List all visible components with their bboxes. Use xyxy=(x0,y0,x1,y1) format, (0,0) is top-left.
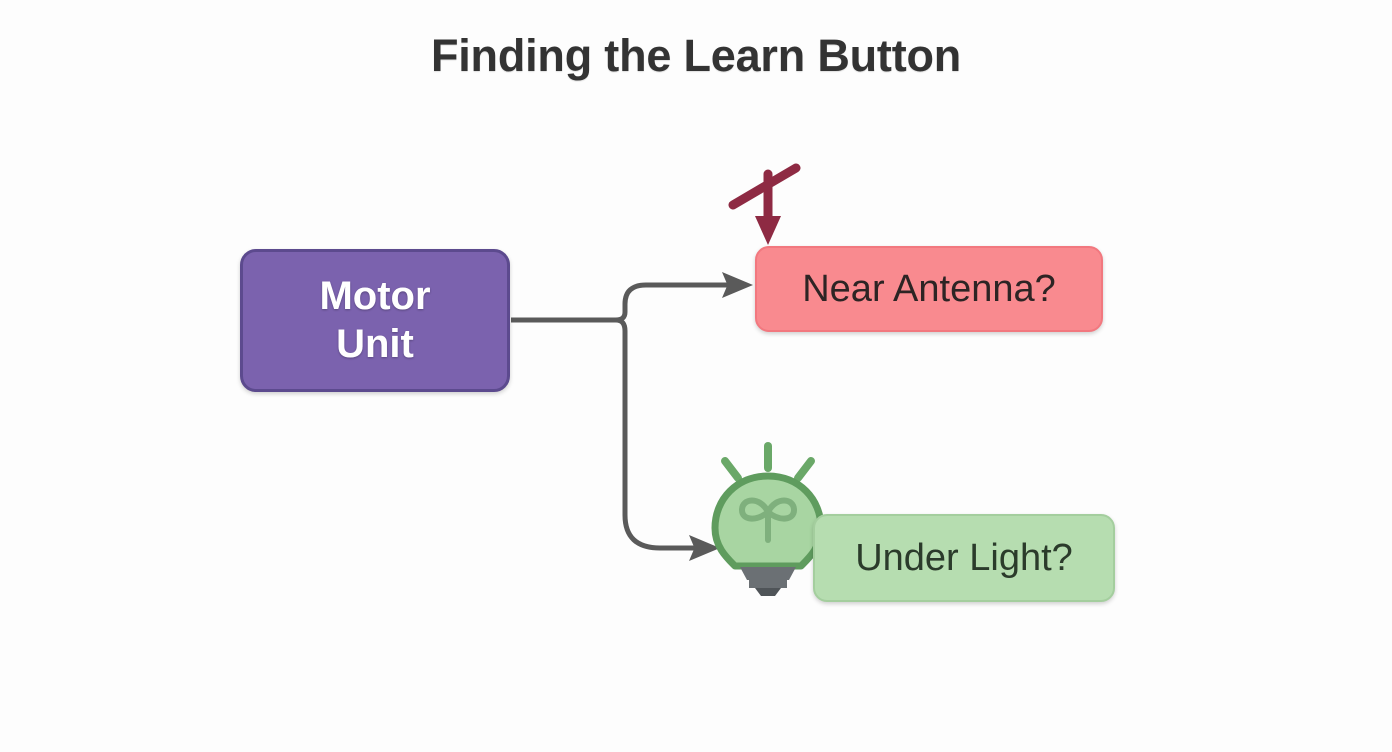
page-title: Finding the Learn Button xyxy=(430,30,962,81)
lightbulb-base xyxy=(740,567,796,596)
node-motor-unit-label: Motor Unit xyxy=(319,273,430,367)
node-motor-unit[interactable]: Motor Unit xyxy=(240,249,510,392)
node-near-antenna[interactable]: Near Antenna? xyxy=(755,246,1103,332)
antenna-arrow-head xyxy=(755,216,781,245)
lightbulb-glass xyxy=(711,472,825,570)
node-under-light-label: Under Light? xyxy=(855,536,1073,579)
node-near-antenna-label: Near Antenna? xyxy=(802,267,1056,310)
node-motor-unit-label-line2: Unit xyxy=(336,321,414,366)
node-motor-unit-label-line1: Motor xyxy=(319,274,431,319)
connector-to-near-antenna xyxy=(613,272,753,323)
node-under-light[interactable]: Under Light? xyxy=(813,514,1115,602)
lightbulb-filament xyxy=(738,497,798,543)
lightbulb-rays xyxy=(721,442,815,482)
connector-to-under-light xyxy=(613,317,720,561)
